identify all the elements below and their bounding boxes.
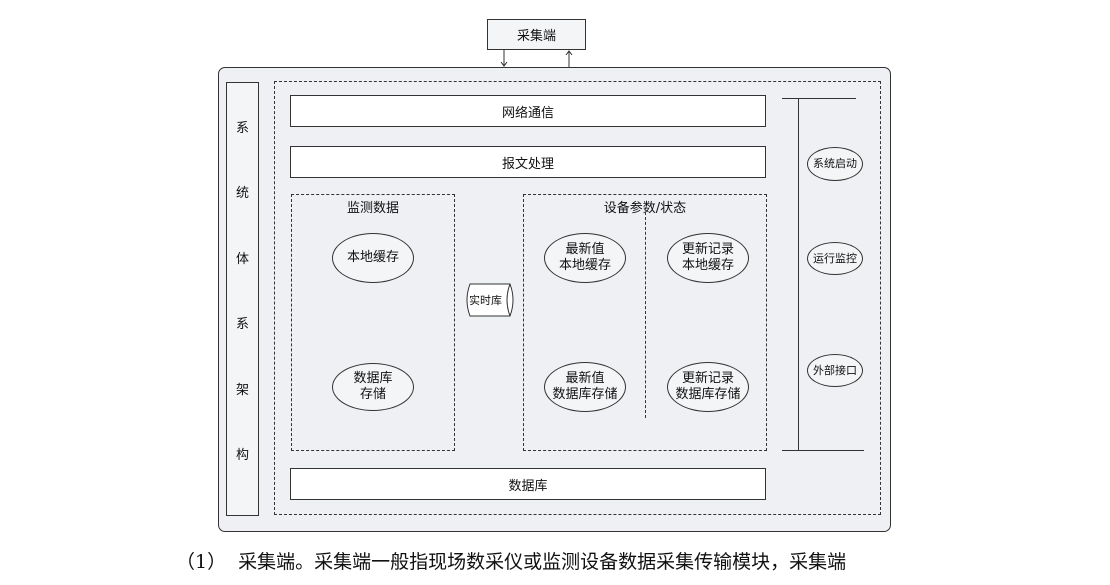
acquisition-end-box: 采集端	[487, 19, 586, 50]
system-label-char: 架	[235, 382, 249, 398]
external-interface-node: 外部接口	[807, 354, 863, 387]
right-top-bar	[782, 98, 856, 99]
right-bottom-bar	[782, 450, 864, 451]
system-label-char: 体	[235, 251, 249, 267]
system-label-char: 统	[235, 186, 249, 202]
system-start-node: 系统启动	[807, 147, 863, 181]
monitoring-data-title: 监测数据	[346, 201, 399, 216]
message-processing-box: 报文处理	[290, 146, 766, 178]
latest-db-storage-node: 最新值 数据库存储	[544, 362, 626, 412]
monitor-local-cache-node: 本地缓存	[332, 233, 414, 283]
inner-dashed-region	[274, 81, 881, 515]
device-params-title: 设备参数/状态	[603, 201, 687, 216]
realtime-db-label: 实时库	[469, 294, 502, 307]
latest-local-cache-node: 最新值 本地缓存	[544, 233, 626, 283]
database-label: 数据库	[508, 478, 548, 494]
message-processing-label: 报文处理	[501, 156, 554, 172]
system-label-char: 系	[235, 317, 249, 333]
monitor-db-storage-node: 数据库 存储	[332, 363, 414, 411]
run-monitor-node: 运行监控	[807, 242, 863, 275]
system-label-char: 系	[235, 121, 249, 136]
database-box: 数据库	[290, 468, 766, 500]
update-record-db-storage-node: 更新记录 数据库存储	[667, 362, 749, 412]
right-vertical-line	[798, 98, 799, 451]
network-communication-label: 网络通信	[501, 105, 554, 121]
system-architecture-label: 系 统 体 系 架 构	[226, 82, 259, 516]
update-record-local-cache-node: 更新记录 本地缓存	[667, 233, 749, 283]
cylinder-icon	[466, 283, 514, 317]
system-frame	[218, 67, 891, 532]
device-params-group: 设备参数/状态	[523, 194, 767, 451]
device-divider	[645, 212, 646, 418]
acquisition-end-label: 采集端	[516, 29, 556, 44]
monitoring-data-group: 监测数据	[291, 194, 455, 451]
caption-text: （1） 采集端。采集端一般指现场数采仪或监测设备数据采集传输模块，采集端	[176, 551, 847, 573]
realtime-db-node: 实时库	[463, 283, 517, 317]
network-communication-box: 网络通信	[290, 95, 766, 127]
system-label-char: 构	[235, 447, 249, 463]
